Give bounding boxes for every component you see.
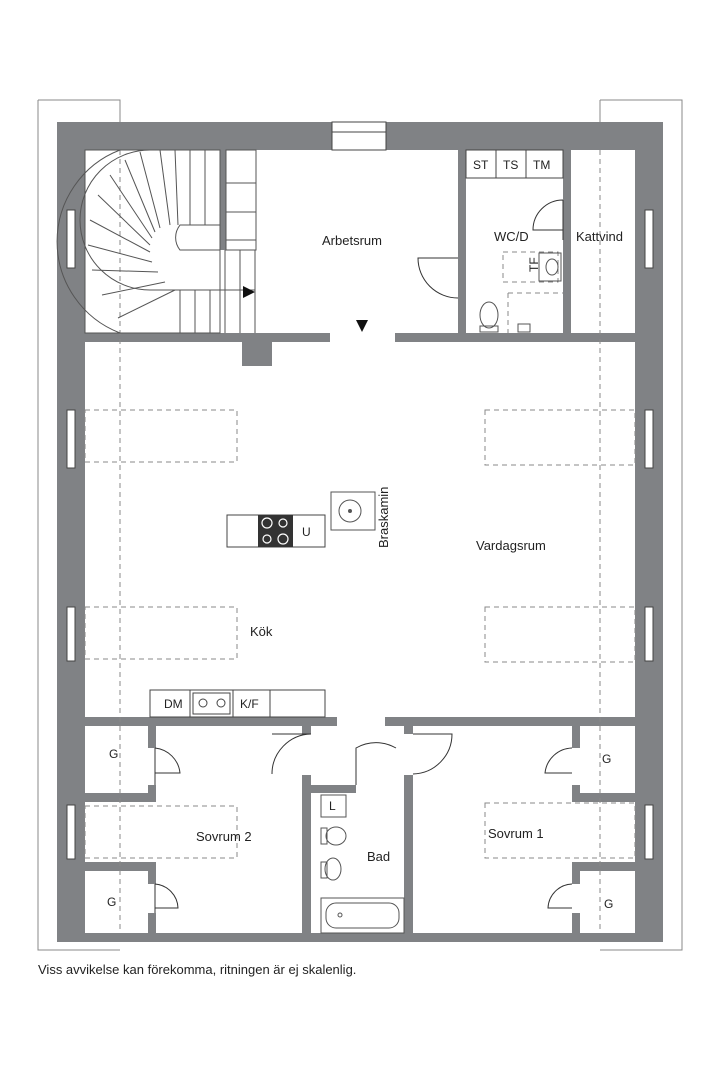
floor-plan: ST TS TM TF U Braskamin DM K/F [37, 99, 683, 951]
kf-label: K/F [240, 697, 259, 711]
tf-label: TF [527, 257, 541, 272]
disclaimer-text: Viss avvikelse kan förekomma, ritningen … [38, 962, 357, 977]
entry-arrow-icon [356, 320, 368, 332]
interior-walls [85, 150, 635, 933]
closet-label: G [107, 895, 116, 909]
l-label: L [329, 799, 336, 813]
shelving [225, 149, 257, 251]
roof-slope-lines [84, 150, 636, 933]
wcd-label: WC/D [494, 229, 529, 244]
vardagsrum-label: Vardagsrum [476, 538, 546, 553]
kok-label: Kök [250, 624, 273, 639]
closet-label: G [602, 752, 611, 766]
fireplace [330, 491, 376, 531]
braskamin-label: Braskamin [376, 487, 391, 548]
windows [66, 121, 654, 860]
kattvind-label: Kattvind [576, 229, 623, 244]
arbetsrum-label: Arbetsrum [322, 233, 382, 248]
tm-label: TM [533, 158, 550, 172]
sovrum2-label: Sovrum 2 [196, 829, 252, 844]
kitchen-counter [149, 689, 326, 718]
utility-cabinets [465, 149, 564, 179]
roof-outline [37, 99, 683, 951]
u-label: U [302, 525, 311, 539]
bathroom-fixtures [320, 794, 405, 934]
dm-label: DM [164, 697, 183, 711]
ts-label: TS [503, 158, 518, 172]
closet-label: G [604, 897, 613, 911]
wc-fixtures [479, 252, 562, 333]
kitchen-island [226, 514, 326, 548]
doors [154, 199, 573, 913]
stair-arrow-icon [243, 286, 255, 298]
st-label: ST [473, 158, 489, 172]
closet-label: G [109, 747, 118, 761]
sovrum1-label: Sovrum 1 [488, 826, 544, 841]
bad-label: Bad [367, 849, 390, 864]
